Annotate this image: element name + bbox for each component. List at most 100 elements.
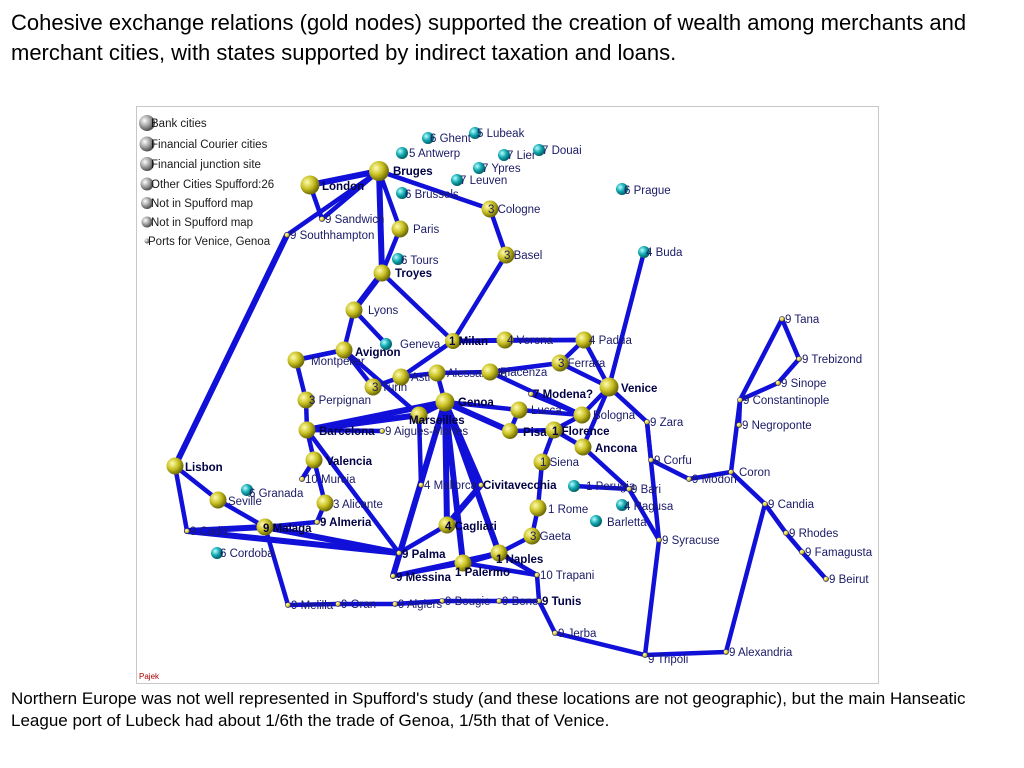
node-leuven: 7 Leuven bbox=[451, 174, 507, 187]
edge-venice-buda bbox=[606, 249, 647, 390]
node-marker-trebizond bbox=[796, 356, 802, 362]
edge-lucca-bologna bbox=[516, 407, 585, 418]
node-label-bougie: 9 Bougie bbox=[445, 596, 490, 608]
node-syracuse: 9 Syracuse bbox=[656, 535, 720, 547]
node-marker-candia bbox=[762, 501, 768, 507]
edge-bruges-paris bbox=[376, 168, 403, 232]
edge-genoa-cagliari bbox=[442, 399, 450, 528]
slide-heading: Cohesive exchange relations (gold nodes)… bbox=[11, 10, 967, 65]
node-marker-palermo bbox=[454, 554, 472, 572]
node-label-antwerp: 5 Antwerp bbox=[409, 148, 460, 160]
legend-item: Not in Spufford map bbox=[141, 197, 253, 210]
node-lubeak: 5 Lubeak bbox=[469, 127, 525, 140]
node-label-london: London bbox=[322, 181, 364, 193]
legend-item: Financial junction site bbox=[140, 157, 261, 171]
edge-syracuse-zara bbox=[644, 419, 662, 543]
node-marker-murcia bbox=[299, 476, 305, 482]
node-label-negroponte: 9 Negroponte bbox=[742, 420, 812, 432]
node-label-messina: 9 Messina bbox=[396, 572, 452, 584]
node-venice: Venice bbox=[599, 377, 657, 397]
node-marker-piacenza bbox=[481, 363, 499, 381]
node-barletta: Barletta bbox=[590, 515, 647, 529]
node-negroponte: 9 Negroponte bbox=[736, 420, 812, 432]
node-marker-florence bbox=[545, 421, 563, 439]
node-marker-ypres bbox=[473, 162, 485, 174]
node-label-ferrara: 3 Ferrara bbox=[558, 358, 606, 370]
node-label-alicante: 3 Alicante bbox=[333, 499, 383, 511]
node-lyons: Lyons bbox=[345, 301, 399, 319]
node-rhodes: 9 Rhodes bbox=[783, 528, 838, 540]
node-jerba: 9 Jerba bbox=[552, 628, 597, 640]
node-troyes: Troyes bbox=[373, 264, 432, 282]
node-label-trapani: 10 Trapani bbox=[540, 570, 594, 582]
node-tripoli: 9 Tripoli bbox=[642, 652, 688, 666]
node-oran: 9 Oran bbox=[335, 599, 376, 611]
node-bone: 9 Bone bbox=[496, 596, 538, 608]
node-marker-lier bbox=[498, 149, 510, 161]
legend-item: Financial Courier cities bbox=[139, 136, 268, 152]
node-alexandria: 9 Alexandria bbox=[723, 647, 793, 659]
node-label-douai: 7 Douai bbox=[542, 145, 582, 157]
node-label-siena: 1 Siena bbox=[540, 457, 580, 469]
edge-modon-corfu bbox=[648, 457, 692, 482]
legend-marker-icon bbox=[144, 238, 150, 244]
node-marker-tours bbox=[392, 253, 404, 265]
node-label-barletta: Barletta bbox=[607, 517, 647, 529]
node-label-jerba: 9 Jerba bbox=[558, 628, 597, 640]
node-cadiz: 9 Cadiz bbox=[184, 526, 229, 538]
node-marker-jerba bbox=[552, 630, 558, 636]
node-paris: Paris bbox=[391, 220, 439, 238]
edge-genoa-pisa bbox=[442, 399, 513, 434]
node-label-ragusa: 4 Ragusa bbox=[624, 501, 674, 513]
edge-marseilles-mallorca bbox=[416, 412, 424, 488]
node-marker-melilla bbox=[285, 602, 291, 608]
node-label-bari: 9 Bari bbox=[631, 484, 661, 496]
node-label-lubeak: 5 Lubeak bbox=[477, 128, 525, 140]
node-marseilles: Marseilles bbox=[409, 406, 465, 427]
node-marker-bone bbox=[496, 598, 502, 604]
node-rome: 1 Rome bbox=[529, 499, 588, 517]
node-naples: 1 Naples bbox=[490, 544, 543, 566]
node-label-murcia: 10 Murcia bbox=[305, 474, 356, 486]
node-marker-beirut bbox=[823, 576, 829, 582]
node-marker-ragusa bbox=[616, 499, 628, 511]
node-granada: 6 Granada bbox=[241, 484, 304, 500]
node-marker-syracuse bbox=[656, 537, 662, 543]
node-marker-modon bbox=[686, 476, 692, 482]
edge-cadiz-palma bbox=[184, 528, 402, 556]
edge-london-bruges bbox=[307, 168, 382, 188]
node-marker-siena bbox=[533, 453, 551, 471]
edge-barcelona-aigues bbox=[304, 427, 385, 434]
node-marker-troyes bbox=[373, 264, 391, 282]
node-label-cadiz: 9 Cadiz bbox=[190, 526, 229, 538]
node-label-mallorca: 4 Mallorca bbox=[424, 480, 478, 492]
node-gaeta: 3 Gaeta bbox=[523, 527, 572, 545]
node-marker-genoa bbox=[435, 392, 455, 412]
edge-trebizond-tana bbox=[779, 316, 802, 362]
node-marker-lubeak bbox=[469, 127, 481, 139]
node-palermo: 1 Palermo bbox=[454, 554, 510, 579]
node-marker-oran bbox=[335, 601, 341, 607]
node-perugia: 1 Perugia bbox=[568, 480, 636, 493]
node-padua: 4 Padua bbox=[575, 331, 632, 349]
node-label-lier: 7 Lier bbox=[507, 150, 536, 162]
node-marker-ferrara bbox=[551, 354, 569, 372]
edge-genoa-civitavecchia bbox=[442, 399, 484, 488]
legend-item: Other Cities Spufford:26 bbox=[140, 177, 274, 191]
node-label-beirut: 9 Beirut bbox=[829, 574, 869, 586]
node-genoa: Genoa bbox=[435, 392, 494, 412]
node-label-famagusta: 9 Famagusta bbox=[805, 547, 873, 559]
node-malaga: 9 Malaga bbox=[256, 518, 312, 536]
node-lier: 7 Lier bbox=[498, 149, 536, 162]
edge-genoa-lucca bbox=[442, 399, 522, 413]
node-douai: 7 Douai bbox=[533, 144, 582, 157]
node-marker-buda bbox=[638, 246, 650, 258]
node-label-milan: 1 Milan bbox=[449, 336, 488, 348]
node-almeria: 9 Almeria bbox=[314, 517, 372, 529]
legend-label: Not in Spufford map bbox=[151, 198, 253, 210]
edge-civitavecchia-cagliari bbox=[444, 482, 484, 528]
legend-marker-icon bbox=[139, 136, 155, 152]
node-brussels: 6 Brussels bbox=[396, 187, 459, 201]
node-label-algiers: 9 Algiers bbox=[398, 599, 442, 611]
